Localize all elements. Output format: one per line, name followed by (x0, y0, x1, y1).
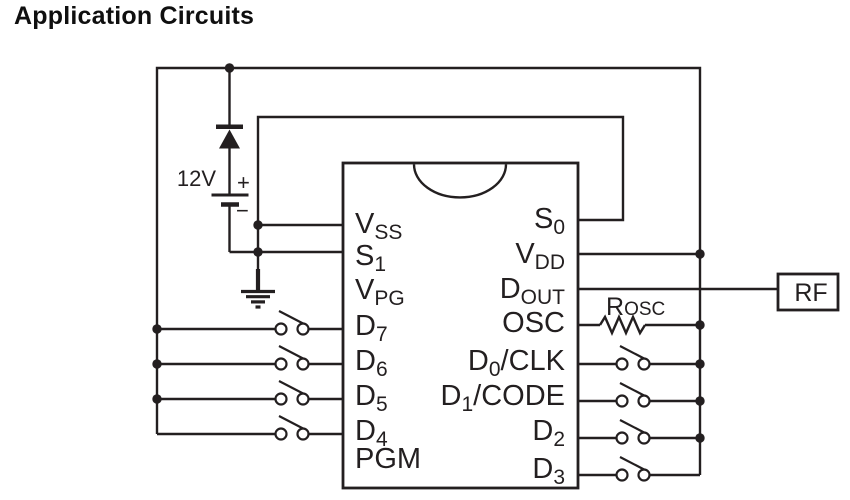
pin-label-vdd: VDD (515, 238, 565, 274)
pin-label-d2: D2 (532, 415, 565, 451)
wire-battery-to-s1 (228, 204, 343, 254)
pin-label-d5: D5 (355, 380, 388, 416)
ic-body (341, 161, 580, 490)
pin-label-d1-code: D1/CODE (441, 380, 565, 416)
pin-label-dout: DOUT (500, 273, 565, 309)
diode-triangle-icon (219, 129, 240, 149)
battery-plus-label: + (237, 170, 250, 195)
switch-d5 (157, 380, 343, 406)
diode-cathode-bar (216, 124, 243, 129)
pin-label-osc: OSC (502, 307, 565, 339)
pin-label-d6: D6 (355, 345, 388, 381)
junction-dots (152, 63, 705, 443)
pin-label-pgm: PGM (355, 443, 421, 475)
switch-d0-clk (577, 345, 700, 371)
switch-d6 (157, 345, 343, 371)
pin-label-vpg: VPG (355, 274, 405, 310)
pin-label-d7: D7 (355, 310, 388, 346)
switch-d3 (577, 456, 700, 482)
resistor-rosc-icon (598, 314, 647, 336)
pin-label-d0-clk: D0/CLK (468, 345, 566, 381)
pin-label-d4: D4 (355, 415, 388, 451)
rf-box (776, 272, 840, 312)
switch-d2 (577, 419, 700, 445)
ic-notch-icon (412, 164, 508, 199)
switch-d4 (157, 415, 343, 441)
ground-icon (241, 289, 275, 309)
page-title: Application Circuits (14, 2, 255, 30)
resistor-rosc-label: ROSC (606, 293, 665, 321)
pin-label-s1: S1 (355, 240, 386, 276)
switch-d7 (157, 310, 343, 336)
wire-s0-loop (256, 115, 625, 252)
switch-d1-code (577, 382, 700, 408)
wire-outer-loop (155, 66, 702, 475)
battery-minus-label: − (236, 198, 249, 223)
pin-label-s0: S0 (534, 203, 565, 239)
battery-voltage-label: 12V (177, 166, 216, 191)
rf-box-label: RF (794, 279, 827, 307)
pin-label-vss: VSS (355, 208, 402, 244)
pin-label-d3: D3 (532, 453, 565, 489)
